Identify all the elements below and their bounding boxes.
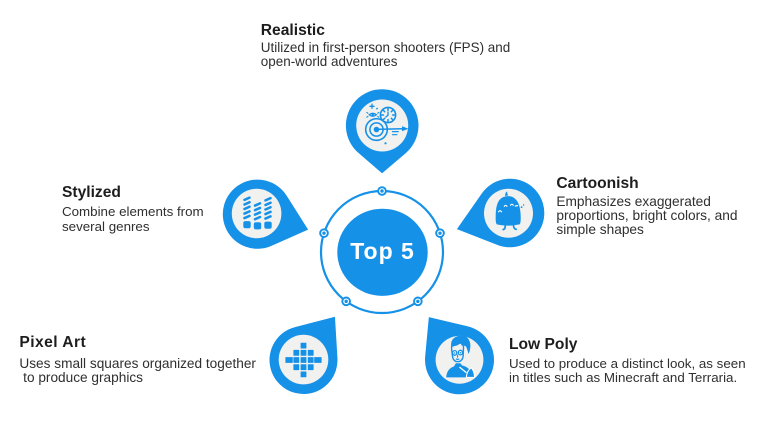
svg-text:Top 5: Top 5 xyxy=(350,238,415,264)
